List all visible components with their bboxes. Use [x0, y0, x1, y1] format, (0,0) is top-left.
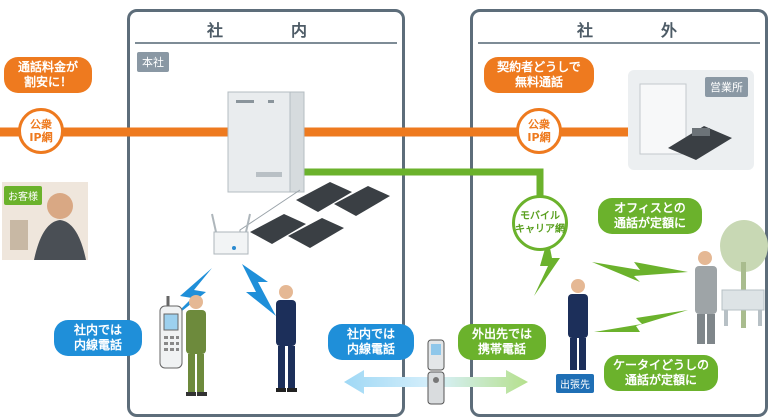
signal-bolt-office-bottom — [594, 310, 688, 332]
public-ip-node-left: 公衆 IP網 — [18, 108, 64, 154]
mobile-carrier-node: モバイル キャリア網 — [512, 195, 568, 251]
mobile-carrier-line — [300, 168, 544, 200]
contract-free-bubble: 契約者どうしで 無料通話 — [484, 57, 594, 93]
person-green-suit — [186, 295, 207, 396]
external-section-rule — [478, 42, 760, 44]
internal-extension-right-line2: 内線電話 — [346, 342, 395, 356]
mobile-flat-line1: ケータイどうしの — [612, 358, 709, 372]
signal-bolt-office-top — [592, 262, 688, 282]
contract-free-line1: 契約者どうしで — [497, 60, 581, 74]
public-ip-node-right: 公衆 IP網 — [516, 108, 562, 154]
signal-bolt-left — [168, 268, 212, 322]
office-flat-bubble: オフィスとの 通話が定額に — [598, 198, 702, 234]
wifi-access-point-icon — [211, 213, 251, 255]
outside-mobile-line2: 携帯電話 — [477, 342, 526, 356]
call-cheap-line1: 通話料金が — [17, 60, 78, 74]
internal-section-frame — [127, 9, 405, 417]
desk-phone-icons — [250, 182, 390, 248]
mobile-carrier-node-line1: モバイル — [520, 211, 560, 222]
internal-extension-bubble-right: 社内では 内線電話 — [328, 324, 414, 360]
mobile-flat-bubble: ケータイどうしの 通話が定額に — [604, 355, 718, 391]
person-navy-suit-traveler — [568, 279, 588, 370]
handheld-phone-icon — [159, 296, 183, 369]
internal-section-rule — [135, 42, 397, 44]
customer-tag: お客様 — [4, 186, 42, 205]
mobile-carrier-node-line2: キャリア網 — [515, 224, 565, 235]
person-gray-suit-outdoor — [695, 251, 717, 344]
internal-section-title: 社 内 — [206, 21, 333, 40]
internal-extension-left-line2: 内線電話 — [73, 338, 122, 352]
public-ip-node-right-line1: 公衆 — [528, 118, 550, 131]
call-cheap-bubble: 通話料金が 割安に！ — [4, 57, 92, 93]
sales-office-tag: 営業所 — [705, 77, 748, 97]
mobile-flat-line2: 通話が定額に — [624, 373, 697, 387]
office-flat-line1: オフィスとの — [614, 201, 686, 215]
outdoor-scenery — [720, 220, 768, 328]
contract-free-line2: 無料通話 — [514, 75, 563, 89]
public-ip-node-right-line2: IP網 — [527, 131, 551, 144]
person-navy-suit-center — [276, 285, 297, 392]
outside-mobile-bubble: 外出先では 携帯電話 — [458, 324, 546, 360]
public-ip-node-left-line1: 公衆 — [30, 118, 52, 131]
office-flat-line2: 通話が定額に — [613, 216, 686, 230]
external-section-title: 社 外 — [576, 21, 703, 40]
external-section-frame — [470, 9, 768, 417]
call-cheap-line2: 割安に！ — [23, 75, 72, 89]
pbx-unit-icon — [227, 91, 305, 193]
public-ip-node-left-line2: IP網 — [29, 131, 53, 144]
internal-extension-right-line1: 社内では — [346, 327, 395, 341]
internal-extension-left-line1: 社内では — [73, 323, 122, 337]
business-trip-tag: 出張先 — [556, 374, 594, 393]
signal-bolt-center — [242, 264, 276, 316]
head-office-tag: 本社 — [137, 52, 169, 72]
flip-phone-icon — [427, 339, 445, 405]
internal-extension-bubble-left: 社内では 内線電話 — [54, 320, 142, 356]
outside-mobile-line1: 外出先では — [471, 327, 532, 341]
